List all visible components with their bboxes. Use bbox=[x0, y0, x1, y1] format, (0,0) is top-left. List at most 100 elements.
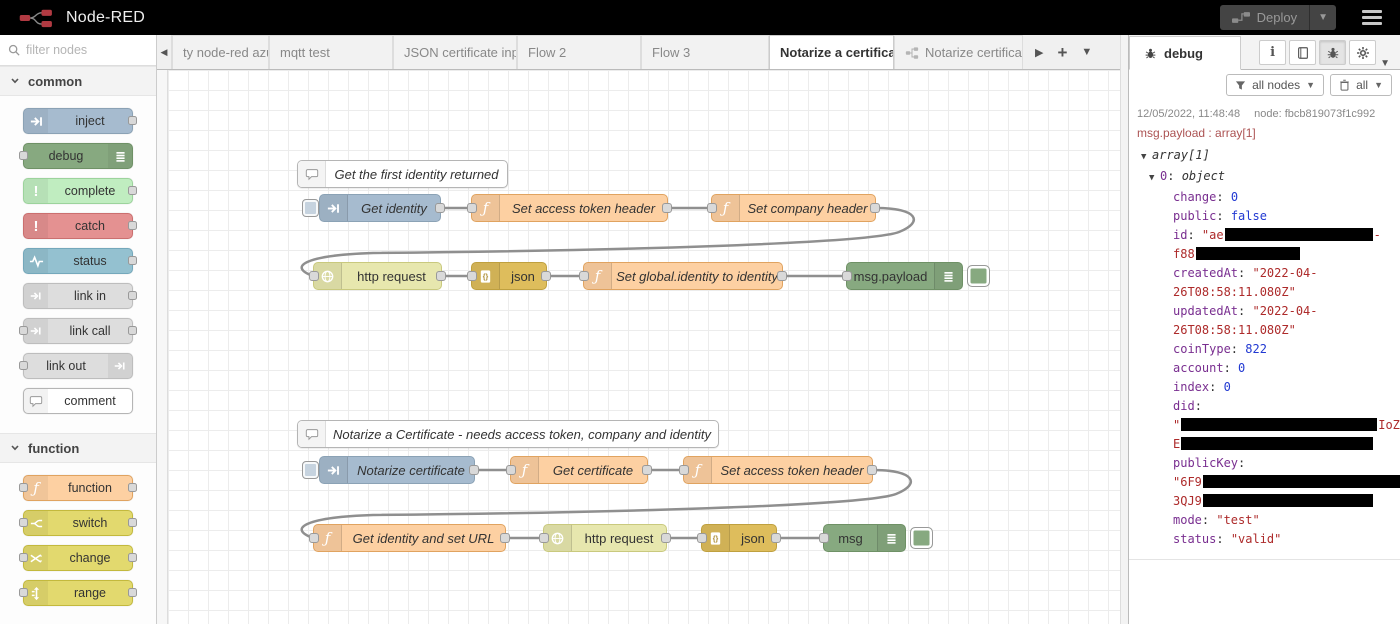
flow-tab-ty-node-red-azu[interactable]: ty node-red azu bbox=[172, 35, 269, 69]
comment-node[interactable]: Get the first identity returned bbox=[297, 160, 508, 188]
input-port[interactable] bbox=[842, 271, 852, 281]
input-port[interactable] bbox=[697, 533, 707, 543]
tabs-scroll-right-button[interactable]: ▶ bbox=[1035, 46, 1044, 59]
inject-trigger-button[interactable] bbox=[302, 199, 319, 217]
inject-node-get-identity[interactable]: Get identity bbox=[302, 194, 445, 222]
sidebar-tab-debug[interactable]: debug bbox=[1129, 36, 1241, 70]
palette-node-range[interactable]: range bbox=[19, 580, 137, 606]
palette-node-label: switch bbox=[72, 516, 108, 530]
output-port[interactable] bbox=[867, 465, 877, 475]
sidebar-splitter[interactable] bbox=[1120, 35, 1128, 624]
flow-tab-JSON-certificate-inp[interactable]: JSON certificate inp bbox=[393, 35, 517, 69]
debug-enable-toggle[interactable] bbox=[910, 527, 933, 549]
json-key: public bbox=[1173, 209, 1217, 223]
palette-search[interactable] bbox=[0, 35, 156, 66]
palette-section-header-function[interactable]: function bbox=[0, 433, 156, 463]
flow-tab-mqtt-test[interactable]: mqtt test bbox=[269, 35, 393, 69]
deploy-options-chevron[interactable]: ▼ bbox=[1309, 5, 1336, 30]
input-port[interactable] bbox=[467, 203, 477, 213]
expander-icon[interactable]: ▼ bbox=[1149, 173, 1155, 183]
debug-node-msg-payload[interactable]: msg.payload bbox=[842, 262, 990, 290]
input-port[interactable] bbox=[309, 533, 319, 543]
output-port[interactable] bbox=[541, 271, 551, 281]
json-value: : bbox=[1230, 342, 1246, 356]
input-port[interactable] bbox=[679, 465, 689, 475]
output-port[interactable] bbox=[771, 533, 781, 543]
comment-node[interactable]: Notarize a Certificate - needs access to… bbox=[297, 420, 719, 448]
sidebar-button-bug[interactable] bbox=[1319, 40, 1347, 65]
inject-trigger-button[interactable] bbox=[302, 461, 319, 479]
palette-node-link-call[interactable]: link call bbox=[19, 318, 137, 344]
sidebar-button-gear[interactable] bbox=[1349, 40, 1377, 65]
flow-tab-Notarize-a-certifica[interactable]: Notarize a certifica bbox=[769, 35, 894, 69]
expander-icon[interactable]: ▼ bbox=[1141, 152, 1147, 162]
output-port[interactable] bbox=[661, 533, 671, 543]
palette-node-catch[interactable]: !catch bbox=[23, 213, 137, 239]
debug-tree-row: "6F9 bbox=[1137, 473, 1400, 492]
debug-node-msg[interactable]: msg bbox=[819, 524, 933, 552]
bug-icon bbox=[1145, 48, 1156, 58]
input-port[interactable] bbox=[819, 533, 829, 543]
palette-node-link-out[interactable]: link out bbox=[19, 353, 133, 379]
flow-tab-Flow-2[interactable]: Flow 2 bbox=[517, 35, 641, 69]
debug-filter-button[interactable]: all nodes ▼ bbox=[1226, 74, 1325, 96]
link-icon bbox=[24, 284, 48, 308]
flow-tab-Flow-3[interactable]: Flow 3 bbox=[641, 35, 769, 69]
link-icon bbox=[108, 354, 132, 378]
json-value: 0 bbox=[1238, 361, 1246, 375]
json-node-json[interactable]: {}json bbox=[697, 524, 781, 552]
json-value: : bbox=[1238, 304, 1253, 318]
flow-tab-Notarize-certificat[interactable]: Notarize certificat bbox=[894, 35, 1023, 69]
tabs-scroll-left-button[interactable]: ◀ bbox=[157, 35, 172, 69]
http-node-http-request[interactable]: http request bbox=[309, 262, 446, 290]
input-port[interactable] bbox=[506, 465, 516, 475]
input-port[interactable] bbox=[467, 271, 477, 281]
output-port[interactable] bbox=[500, 533, 510, 543]
palette-node-debug[interactable]: debug bbox=[19, 143, 133, 169]
palette-node-inject[interactable]: inject bbox=[23, 108, 137, 134]
debug-enable-toggle[interactable] bbox=[967, 265, 990, 287]
output-port[interactable] bbox=[436, 271, 446, 281]
output-port[interactable] bbox=[777, 271, 787, 281]
input-port[interactable] bbox=[539, 533, 549, 543]
output-port[interactable] bbox=[435, 203, 445, 213]
output-port[interactable] bbox=[662, 203, 672, 213]
output-port[interactable] bbox=[870, 203, 880, 213]
http-node-http-request[interactable]: http request bbox=[539, 524, 671, 552]
sidebar-button-book[interactable] bbox=[1289, 40, 1317, 65]
node-label: Set access token header bbox=[511, 200, 656, 216]
flow-list-chevron-button[interactable]: ▼ bbox=[1081, 46, 1093, 58]
output-port[interactable] bbox=[469, 465, 479, 475]
palette-search-input[interactable] bbox=[26, 43, 136, 57]
input-port[interactable] bbox=[579, 271, 589, 281]
debug-sidebar: debug i ▼ all nodes ▼ all ▼ 12/05/2022, … bbox=[1128, 35, 1400, 624]
debug-clear-button[interactable]: all ▼ bbox=[1330, 74, 1392, 96]
palette-node-status[interactable]: status bbox=[23, 248, 137, 274]
sidebar-options-chevron[interactable]: ▼ bbox=[1380, 58, 1390, 69]
palette-section-header-common[interactable]: common bbox=[0, 66, 156, 96]
sidebar-button-info[interactable]: i bbox=[1259, 40, 1287, 65]
output-port[interactable] bbox=[642, 465, 652, 475]
deploy-button[interactable]: Deploy ▼ bbox=[1219, 5, 1336, 30]
palette-node-comment[interactable]: comment bbox=[23, 388, 133, 414]
main-menu-button[interactable] bbox=[1362, 10, 1382, 25]
inject-node-notarize-certificate[interactable]: Notarize certificate bbox=[302, 456, 479, 484]
add-flow-button[interactable]: + bbox=[1057, 42, 1068, 62]
output-port bbox=[128, 291, 137, 300]
palette-node-complete[interactable]: !complete bbox=[23, 178, 137, 204]
palette-node-link-in[interactable]: link in bbox=[23, 283, 137, 309]
palette-node-switch[interactable]: switch bbox=[19, 510, 137, 536]
json-node-json[interactable]: {}json bbox=[467, 262, 551, 290]
input-port[interactable] bbox=[309, 271, 319, 281]
input-port[interactable] bbox=[707, 203, 717, 213]
palette-node-change[interactable]: change bbox=[19, 545, 137, 571]
